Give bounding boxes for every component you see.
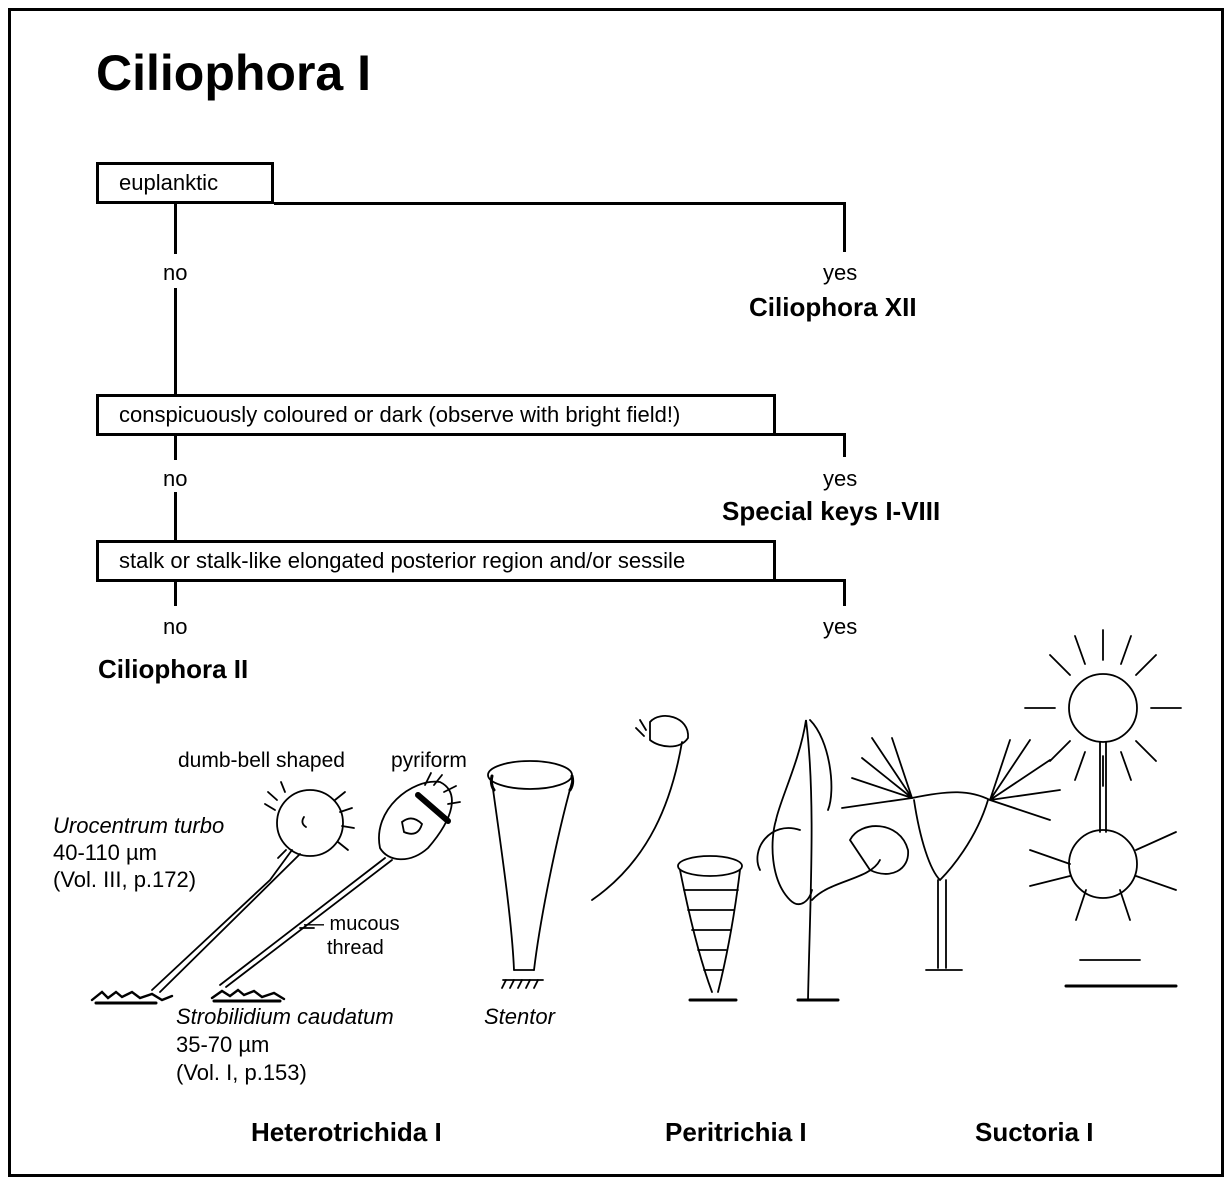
label-urocentrum-size: 40-110 µm — [53, 842, 157, 864]
label-thread: thread — [327, 938, 384, 958]
label-pyriform: pyriform — [391, 750, 467, 771]
group-suctoria: Suctoria I — [975, 1119, 1093, 1145]
group-peritrichia: Peritrichia I — [665, 1119, 807, 1145]
stentor-drawing — [488, 761, 573, 988]
label-dumbbell-shaped: dumb-bell shaped — [178, 750, 345, 771]
label-urocentrum-name: Urocentrum turbo — [53, 815, 224, 837]
label-strobilidium-ref: (Vol. I, p.153) — [176, 1062, 307, 1084]
group-heterotrichida: Heterotrichida I — [251, 1119, 442, 1145]
label-stentor: Stentor — [484, 1006, 555, 1028]
peritrichia-drawing — [592, 716, 908, 1000]
label-mucous: — mucous — [304, 914, 400, 934]
label-strobilidium-size: 35-70 µm — [176, 1034, 269, 1056]
suctoria-drawing — [842, 630, 1181, 986]
label-urocentrum-ref: (Vol. III, p.172) — [53, 869, 196, 891]
strobilidium-drawing — [212, 773, 460, 1001]
label-strobilidium-name: Strobilidium caudatum — [176, 1006, 394, 1028]
